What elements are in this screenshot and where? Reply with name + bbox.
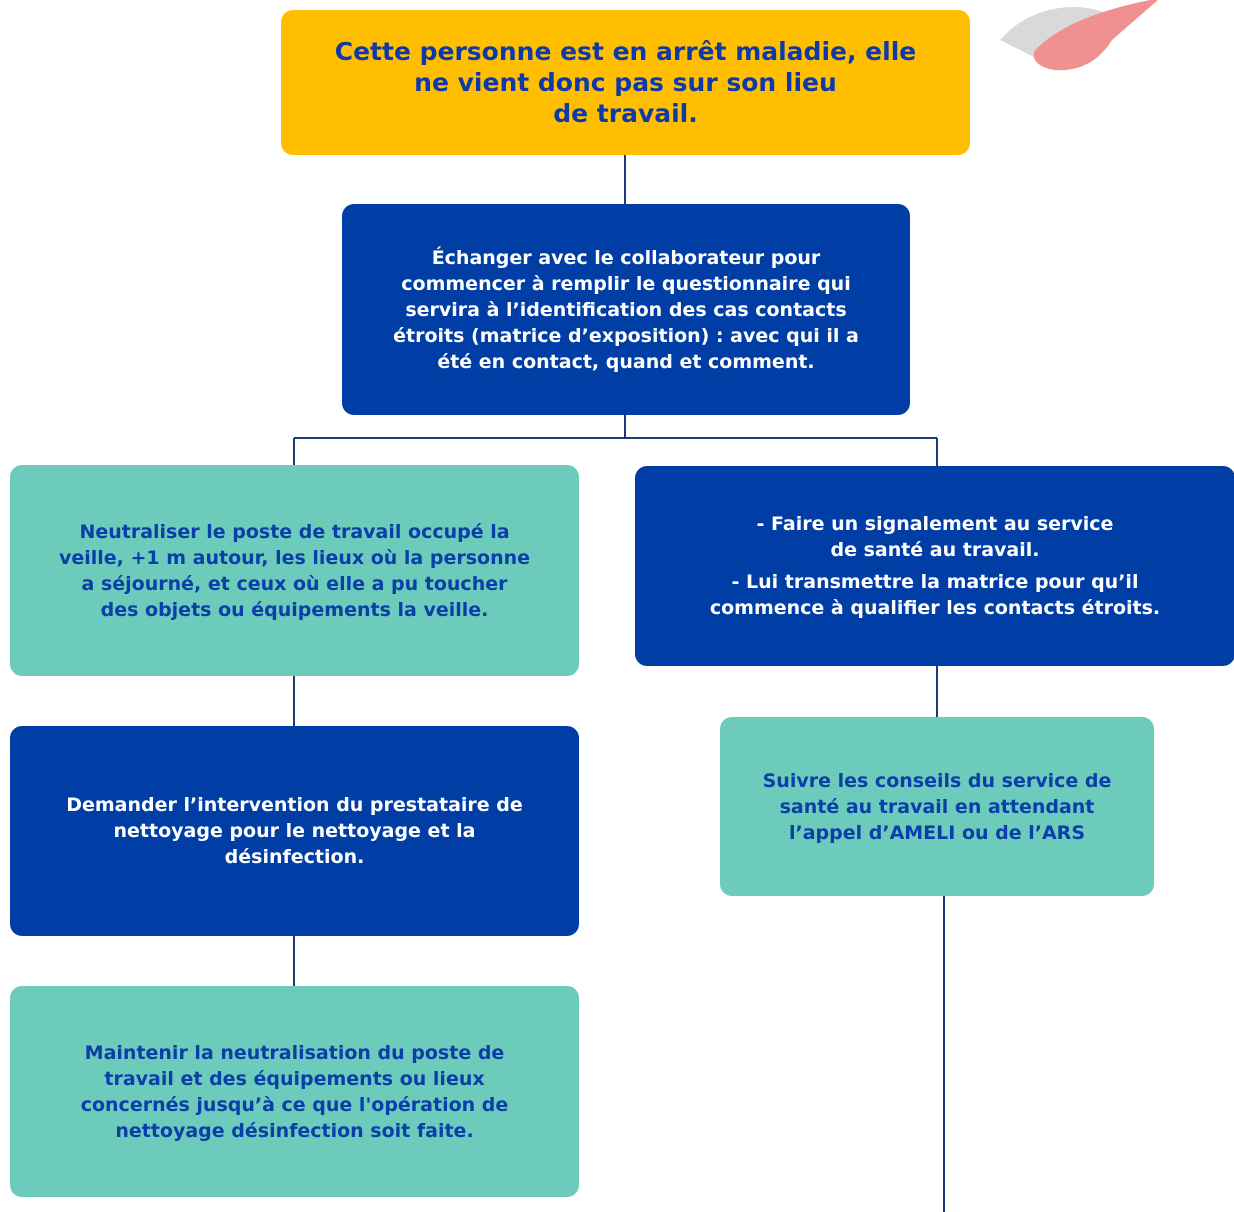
box-report-line2: - Lui transmettre la matrice pour qu’il … bbox=[709, 571, 1161, 619]
box-advice-text: Suivre les conseils du service de santé … bbox=[762, 769, 1112, 844]
box-maintain: Maintenir la neutralisation du poste de … bbox=[10, 986, 579, 1197]
box-exchange-text: Échanger avec le collaborateur pour comm… bbox=[393, 246, 859, 373]
box-cleaning: Demander l’intervention du prestataire d… bbox=[10, 726, 579, 936]
box-advice: Suivre les conseils du service de santé … bbox=[720, 717, 1154, 896]
box-neutralize: Neutraliser le poste de travail occupé l… bbox=[10, 465, 579, 676]
box-exchange: Échanger avec le collaborateur pour comm… bbox=[342, 204, 910, 415]
box-cleaning-text: Demander l’intervention du prestataire d… bbox=[66, 794, 523, 868]
pink-shape bbox=[1033, 0, 1158, 71]
box-sick-leave-text: Cette personne est en arrêt maladie, ell… bbox=[334, 37, 917, 128]
box-sick-leave: Cette personne est en arrêt maladie, ell… bbox=[281, 10, 970, 155]
box-neutralize-text: Neutraliser le poste de travail occupé l… bbox=[58, 520, 531, 621]
box-maintain-text: Maintenir la neutralisation du poste de … bbox=[80, 1041, 509, 1142]
box-report: - Faire un signalement au service de san… bbox=[635, 466, 1234, 666]
box-report-line1: - Faire un signalement au service de san… bbox=[756, 513, 1114, 561]
